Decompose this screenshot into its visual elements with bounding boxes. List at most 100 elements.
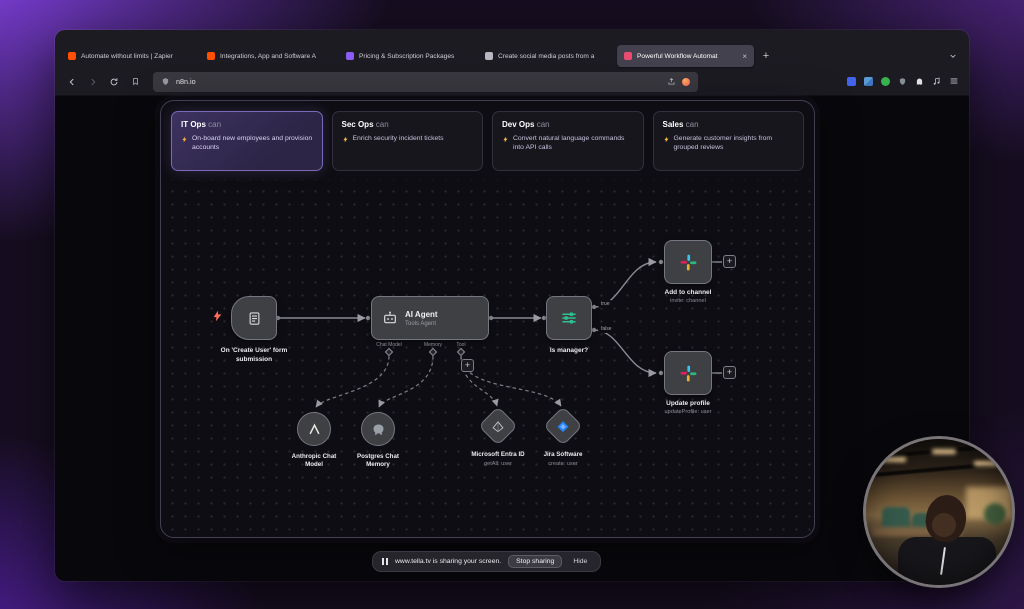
jira-icon [557,420,569,432]
ceiling-light [974,461,998,466]
card-description: Generate customer insights from grouped … [663,134,795,152]
add-node-button[interactable]: + [723,255,736,268]
url-text[interactable]: n8n.io [176,77,196,86]
slack-add-operation: invite: channel [670,298,706,304]
extension-blue-icon[interactable] [847,77,856,86]
tab-zapier-integrations[interactable]: Integrations, App and Software A [200,45,337,67]
pause-icon[interactable] [382,558,388,565]
screen-share-bar: www.tella.tv is sharing your screen. Sto… [372,551,602,572]
edge-agent-anthropic [315,355,390,408]
card-sec-ops[interactable]: Sec Ops can Enrich security incident tic… [331,111,483,171]
zapier-favicon-icon [68,52,76,60]
card-title: Sec Ops can [341,120,389,129]
menu-icon[interactable] [949,73,959,91]
browser-window: Automate without limits | Zapier Integra… [55,30,969,581]
webcam-overlay[interactable] [863,436,1015,588]
tab-close-icon[interactable]: × [742,51,747,61]
page-content: IT Ops can On-board new employees and pr… [55,96,969,581]
slack-add-label: Add to channel [664,289,712,296]
edge-agent-jira [460,355,562,407]
slack-update-operation: updateProfile: user [664,409,712,415]
shield-icon[interactable] [161,73,170,91]
card-sales[interactable]: Sales can Generate customer insights fro… [652,111,804,171]
slack-update-label: Update profile [666,400,710,407]
agent-title: AI Agent [405,309,438,319]
stop-sharing-button[interactable]: Stop sharing [508,555,563,568]
entra-label: Microsoft Entra ID [471,451,525,458]
node-is-manager[interactable] [546,296,592,340]
card-dev-ops[interactable]: Dev Ops can Convert natural language com… [492,111,644,171]
navigation-bar: n8n.io [55,68,969,96]
card-title: Sales can [662,120,699,129]
node-slack-add-to-channel[interactable] [664,240,712,284]
privacy-shield-icon[interactable] [898,73,907,91]
tab-label: Powerful Workflow Automat [637,52,718,60]
tab-pricing[interactable]: Pricing & Subscription Packages [339,45,476,67]
zapier-favicon-icon [207,52,215,60]
tab-label: Create social media posts from a [498,52,595,60]
extension-grid-icon[interactable] [864,77,873,86]
agent-subtitle: Tools Agent [405,320,437,327]
n8n-favicon-icon [624,52,632,60]
switch-label: Is manager? [549,347,589,354]
node-postgres-chat-memory[interactable] [361,412,395,446]
tab-bar: Automate without limits | Zapier Integra… [55,44,969,68]
postgres-icon [373,424,383,435]
card-description: Convert natural language commands into A… [502,134,634,152]
jira-label: Jira Software [543,451,583,458]
slack-icon [680,365,696,381]
ghost-icon[interactable] [915,73,924,91]
port-label-memory: Memory [423,342,443,348]
share-upload-icon[interactable] [667,73,676,91]
node-ai-agent[interactable]: AI Agent Tools Agent [371,296,489,340]
anthropic-icon [308,422,320,434]
back-button[interactable] [65,75,79,89]
entra-icon [492,420,504,432]
slack-icon [680,254,696,270]
node-anthropic-chat-model[interactable] [297,412,331,446]
status-green-icon[interactable] [881,77,890,86]
url-bar[interactable]: n8n.io [153,71,698,92]
node-jira-software[interactable] [543,406,583,446]
trigger-bolt-icon [211,308,224,329]
bookmark-icon[interactable] [128,75,142,89]
card-description: Enrich security incident tickets [342,134,474,144]
card-it-ops[interactable]: IT Ops can On-board new employees and pr… [171,111,323,171]
postgres-label: Postgres Chat Memory [357,453,399,469]
office-plant [984,503,1006,525]
tab-label: Automate without limits | Zapier [81,52,173,60]
entra-operation: getAll: user [484,461,512,467]
tab-label: Pricing & Subscription Packages [359,52,455,60]
share-message: www.tella.tv is sharing your screen. [395,558,502,565]
tab-overflow-chevron-icon[interactable] [943,52,963,60]
reload-button[interactable] [107,75,121,89]
container-tab-icon[interactable] [682,77,690,86]
add-tool-button[interactable]: + [461,359,474,372]
card-description: On-board new employees and provision acc… [181,134,313,152]
output-false-tag: false [598,325,615,333]
bolt-icon [182,136,187,143]
node-microsoft-entra-id[interactable] [478,406,518,446]
node-slack-update-profile[interactable] [664,351,712,395]
tab-social-posts[interactable]: Create social media posts from a [478,45,615,67]
bolt-icon [503,136,508,143]
person-torso [898,537,996,585]
jira-operation: create: user [548,461,578,467]
usecase-cards-row: IT Ops can On-board new employees and pr… [171,111,804,171]
form-icon [249,311,259,325]
bolt-icon [663,136,669,143]
new-tab-button[interactable]: + [762,50,770,62]
music-note-icon[interactable] [932,73,941,91]
ceiling-light [932,449,956,454]
toolbar-extensions [847,73,959,91]
tab-n8n-active[interactable]: Powerful Workflow Automat × [617,45,754,67]
hide-button[interactable]: Hide [573,558,588,565]
filter-icon [562,312,576,324]
add-node-button[interactable]: + [723,366,736,379]
office-desk [872,527,962,536]
tab-zapier-home[interactable]: Automate without limits | Zapier [61,45,198,67]
robot-icon [384,311,396,324]
node-form-trigger[interactable] [231,296,277,340]
forward-button[interactable] [86,75,100,89]
